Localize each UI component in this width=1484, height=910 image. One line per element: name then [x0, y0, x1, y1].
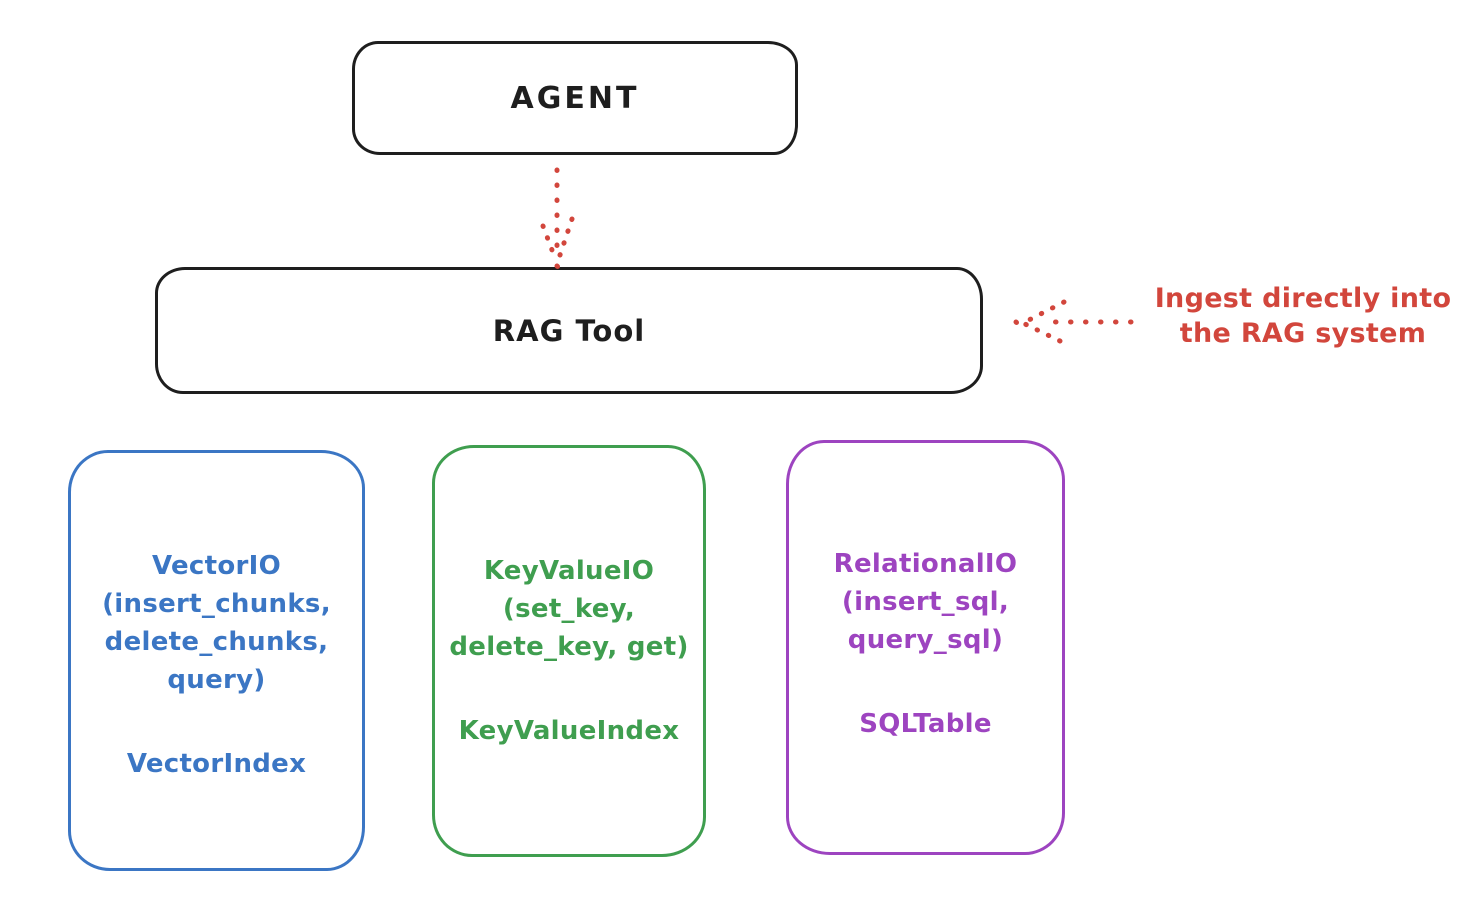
agent-node: AGENT [352, 41, 798, 155]
ingest-annotation-arrow [1013, 299, 1134, 344]
ingest-annotation-text: Ingest directly into the RAG system [1154, 283, 1452, 349]
keyvalueio-body: KeyValueIO (set_key, delete_key, get) [449, 556, 689, 662]
rag-tool-label: RAG Tool [492, 313, 646, 348]
backend-card-relationalio: RelationalIO (insert_sql, query_sql) SQL… [786, 440, 1065, 855]
vectorio-index-label: VectorIndex [126, 749, 307, 779]
agent-to-rag-arrow [540, 167, 575, 269]
relationalio-body: RelationalIO (insert_sql, query_sql) [833, 549, 1018, 655]
vectorio-body: VectorIO (insert_chunks, delete_chunks, … [102, 551, 331, 695]
rag-tool-node: RAG Tool [155, 267, 983, 394]
backend-card-keyvalueio: KeyValueIO (set_key, delete_key, get) Ke… [432, 445, 706, 857]
agent-label: AGENT [510, 80, 640, 116]
keyvalueio-index-label: KeyValueIndex [458, 716, 680, 746]
backend-card-vectorio: VectorIO (insert_chunks, delete_chunks, … [68, 450, 365, 871]
relationalio-index-label: SQLTable [859, 709, 992, 739]
